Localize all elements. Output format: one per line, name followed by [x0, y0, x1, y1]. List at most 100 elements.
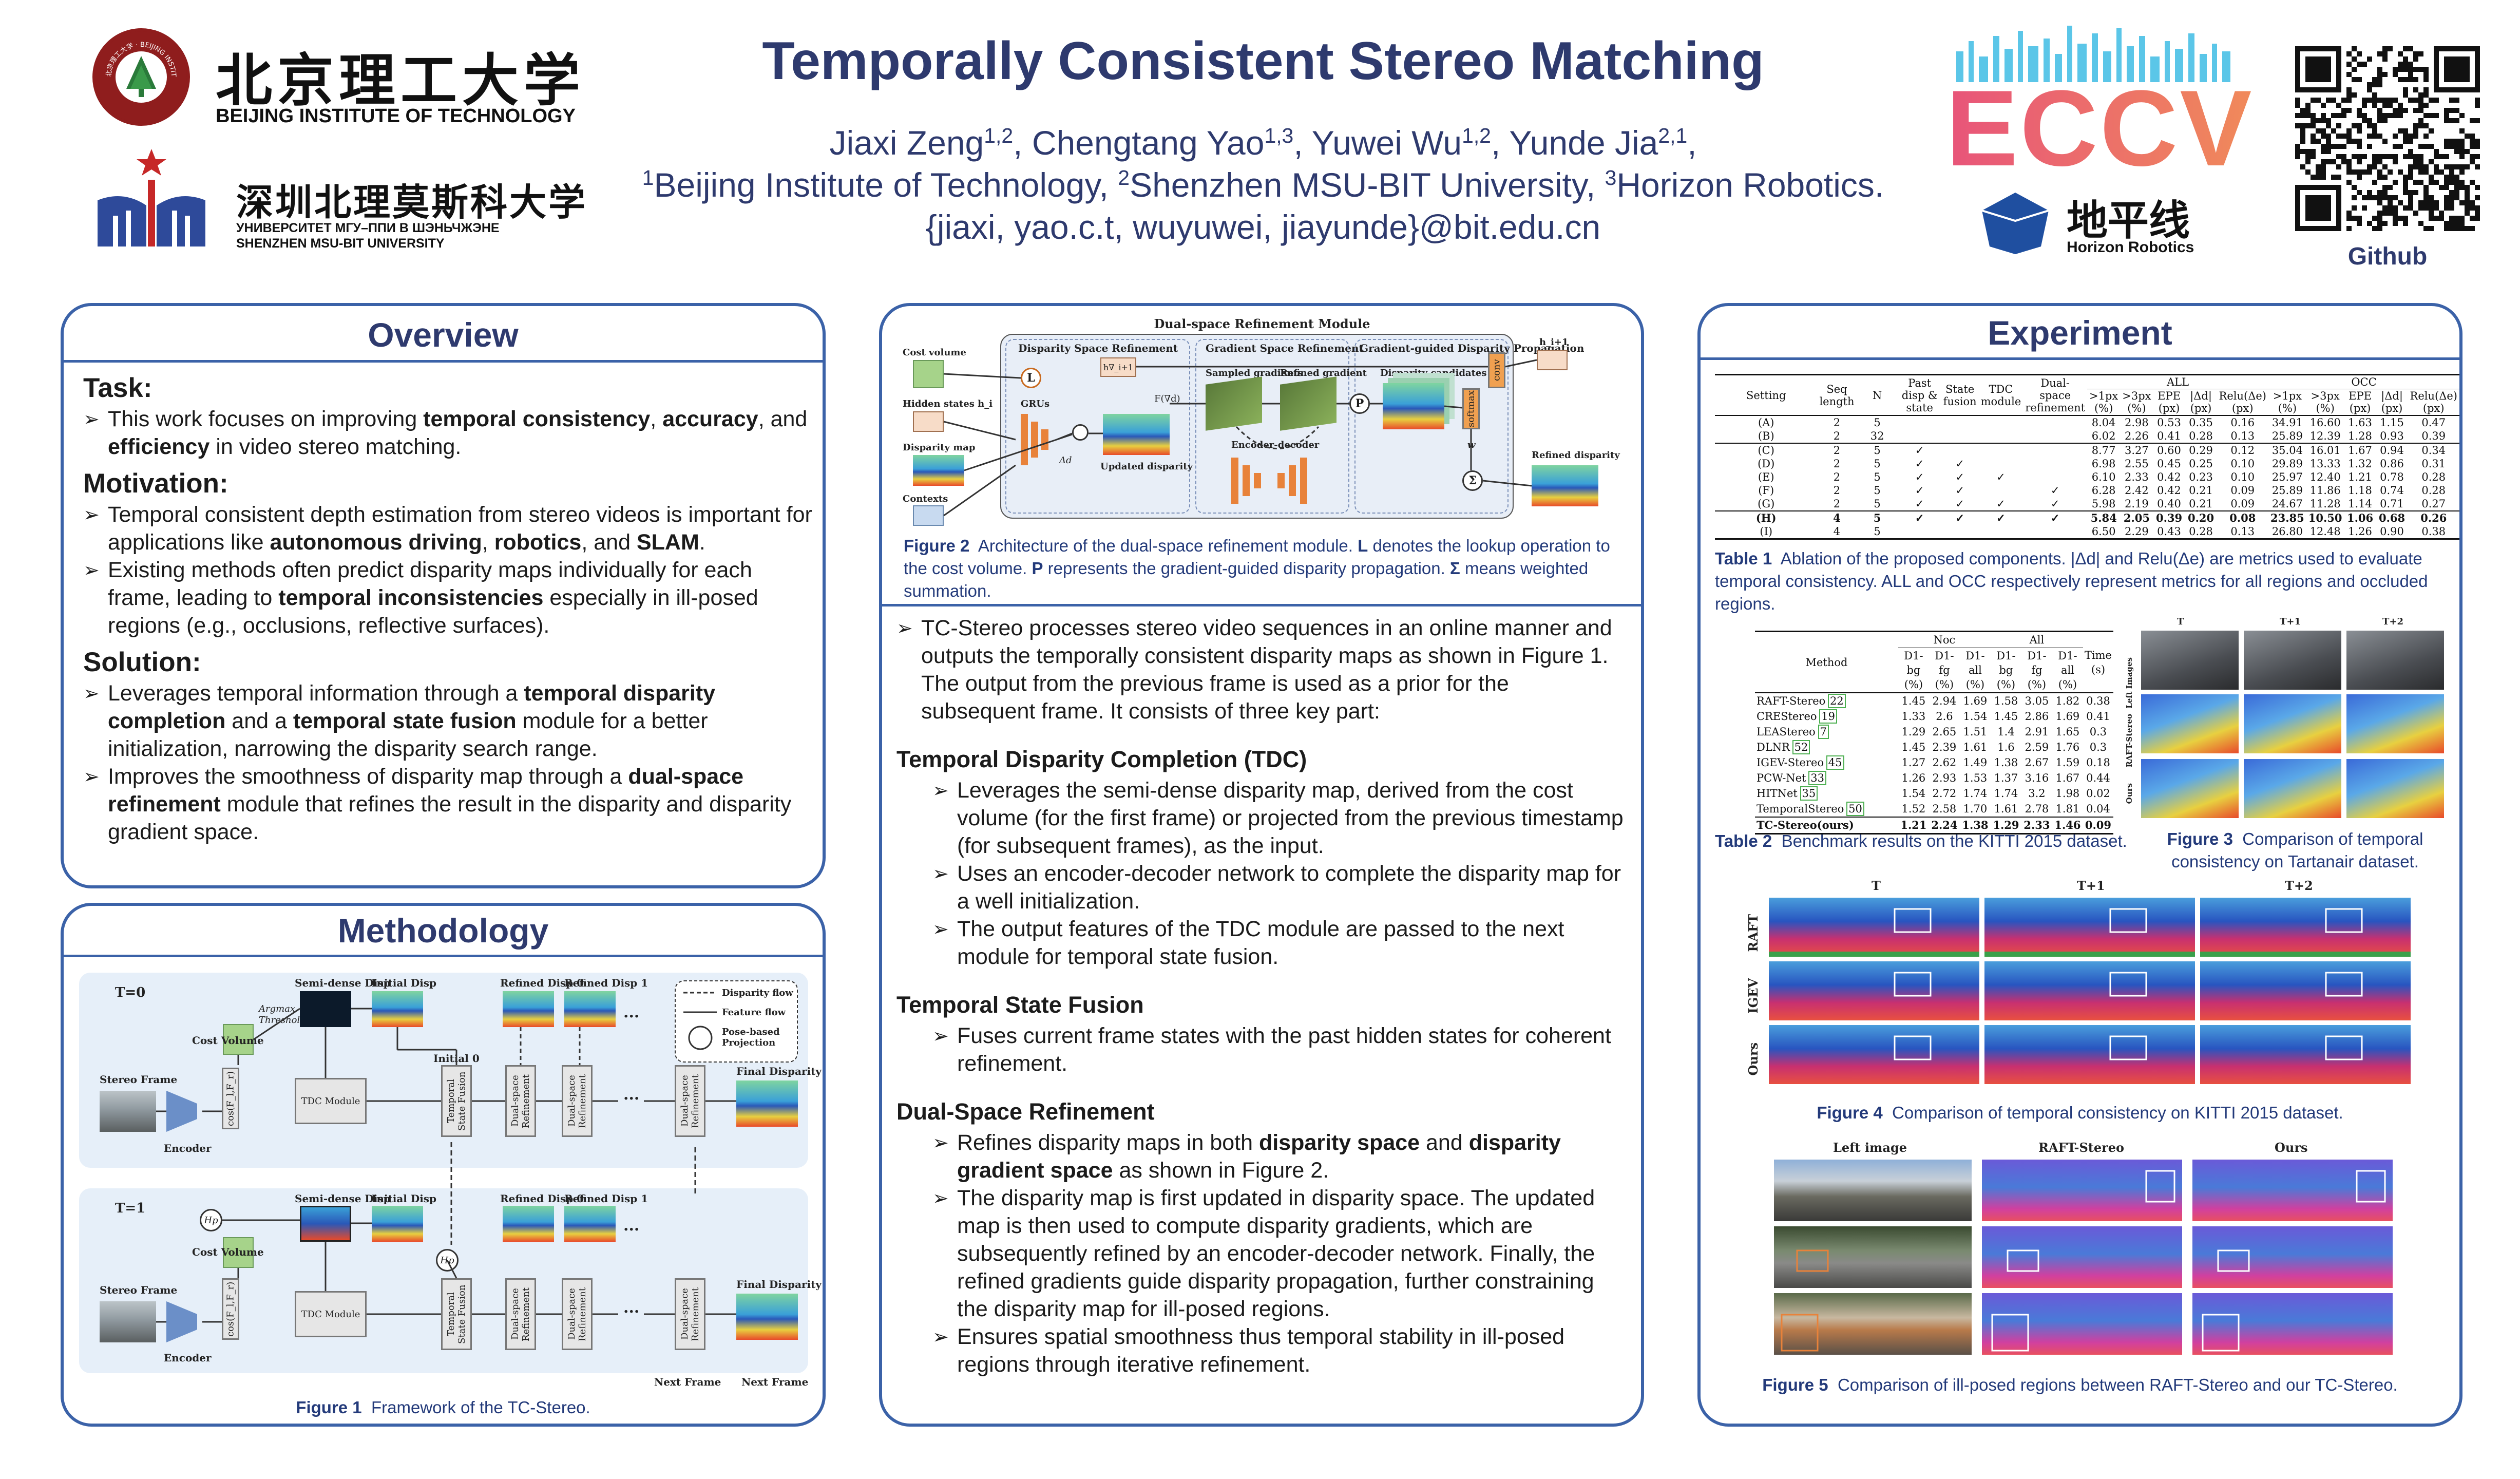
table-cell: [1941, 415, 1979, 429]
motivation-item-1: Temporal consistent depth estimation fro…: [83, 501, 812, 556]
fig3-row-2: Ours: [2125, 783, 2134, 804]
legend-disparity-flow: Disparity flow: [722, 988, 793, 998]
table-cell: 1.70: [1963, 803, 1988, 815]
table-cell: 25.89: [2271, 430, 2303, 442]
smbu-name-ru: УНИВЕРСИТЕТ МГУ–ППИ В ШЭНЬЧЖЭНЕ: [236, 221, 500, 235]
fig4-igev-1: [1984, 961, 2195, 1020]
fig3-ours-0: [2141, 759, 2239, 818]
fig5-raft-2: [1982, 1293, 2182, 1355]
stereo-frame-image: [100, 1091, 156, 1132]
t1-arrows: [156, 1219, 736, 1323]
fig2-gsr-region: [1195, 339, 1349, 514]
method-cell: DLNR 52: [1757, 740, 1810, 754]
fig3-image-0-0: [2141, 631, 2239, 690]
kitti-benchmark-table: Method Noc All Time (s) D1-bg (%)D1-fg (…: [1755, 631, 2113, 835]
table-cell: 1.74: [1994, 787, 2018, 800]
initial-disp-map-t1: [372, 1206, 423, 1242]
ablation-table: Setting Seq length N Past disp & state S…: [1715, 374, 2459, 540]
table-cell: 3.27: [2125, 444, 2149, 457]
dsr-heading: Dual-Space Refinement: [896, 1098, 1155, 1125]
citation-ref[interactable]: 35: [1800, 786, 1818, 801]
table-cell: 1.98: [2055, 787, 2080, 800]
final-disparity-label-t1: Final Disparity: [736, 1278, 822, 1291]
fig2-disparity-candidates: [1383, 383, 1444, 429]
table-cell: 1.69: [1963, 695, 1988, 707]
table-cell: 25.97: [2271, 471, 2303, 483]
table-cell: 0.42: [2157, 471, 2181, 483]
citation-ref[interactable]: 45: [1826, 755, 1844, 770]
table-cell: 0.23: [2189, 471, 2213, 483]
table-cell: 5: [1874, 525, 1881, 538]
cost-volume-label: Cost Volume: [192, 1034, 264, 1047]
tdc-module-box-t1: TDC Module: [295, 1291, 367, 1337]
table-cell: ✓: [1955, 471, 1964, 483]
citation-ref[interactable]: 50: [1846, 802, 1864, 816]
fig2-f-nabla: F(∇d): [1154, 393, 1180, 404]
smbu-name-en: SHENZHEN MSU-BIT UNIVERSITY: [236, 236, 445, 251]
fig3-image-0-1: [2244, 631, 2341, 690]
table-cell: 6.50: [2091, 525, 2116, 538]
t1-subhead-0: >1px (%): [2089, 390, 2118, 414]
table-cell: 0.10: [2230, 471, 2255, 483]
framework-t1-block: T=1 Stereo Frame Encoder Cost Volume cos…: [79, 1188, 822, 1373]
table-cell: 1.67: [2055, 772, 2080, 784]
t1-subhead-4: Relu(Δe) (px): [2219, 390, 2266, 414]
table-cell: 1.76: [2055, 741, 2080, 753]
fig4-igev-2: [2200, 961, 2411, 1020]
method-detail-panel: Dual-space Refinement Module Disparity S…: [879, 303, 1644, 1427]
t2-subhead-0: D1-bg (%): [1904, 650, 1923, 691]
t2-group-all: All: [1990, 631, 2083, 648]
table-cell: (C): [1758, 444, 1774, 457]
dsr-item-1: Refines disparity maps in both disparity…: [932, 1129, 1626, 1184]
table-cell: 0.26: [2420, 511, 2447, 524]
semi-dense-label-t1: Semi-dense Disp: [295, 1192, 391, 1205]
table-cell: [2023, 415, 2087, 429]
bit-name-en: BEIJING INSTITUTE OF TECHNOLOGY: [216, 105, 576, 127]
table-cell: 13.33: [2309, 458, 2341, 470]
t1-subhead-2: EPE (px): [2158, 390, 2181, 414]
citation-ref[interactable]: 33: [1808, 771, 1826, 785]
fig2-refined-disparity: [1532, 465, 1598, 506]
table-cell: 1.28: [2348, 430, 2372, 442]
table-cell: 1.37: [1994, 772, 2018, 784]
fig5-raft-1: [1982, 1226, 2182, 1288]
table-cell: ✓: [1996, 511, 2006, 524]
table-cell: 4: [1833, 525, 1841, 538]
refined-0-map-t1: [503, 1206, 554, 1242]
table-cell: 1.82: [2055, 695, 2080, 707]
citation-ref[interactable]: 52: [1792, 740, 1810, 754]
github-qr-code[interactable]: [2295, 46, 2480, 231]
citation-ref[interactable]: 19: [1819, 709, 1837, 724]
smbu-name-cn: 深圳北理莫斯科大学: [236, 180, 588, 224]
fig4-raft-2: [2200, 898, 2411, 957]
t1-group-occ: OCC: [2268, 374, 2459, 389]
table-cell: 0.35: [2189, 416, 2213, 429]
table-cell: 0.38: [2421, 525, 2446, 538]
citation-ref[interactable]: 7: [1818, 725, 1829, 739]
table-cell: 1.38: [1962, 819, 1989, 831]
table-cell: 1.58: [1994, 695, 2018, 707]
bit-logo: 北京理工大学 · BEIJING INSTITUTE OF TECHNOLOGY…: [87, 26, 601, 131]
fig5-raft-0: [1982, 1160, 2182, 1221]
fig4-raft-1: [1984, 898, 2195, 957]
table-cell: 0.42: [2157, 484, 2181, 497]
fig4-highlight-boxes: [1769, 908, 2411, 1060]
qr-code-icon[interactable]: [2295, 46, 2480, 231]
table-cell: 1.74: [1963, 787, 1988, 800]
table-cell: 0.18: [2086, 756, 2110, 769]
fig3-raft-1: [2244, 694, 2341, 753]
fig2-h-next-label: h_i+1: [1539, 337, 1569, 348]
table-cell: (I): [1760, 525, 1773, 538]
table-cell: ✓: [1915, 471, 1924, 483]
citation-ref[interactable]: 22: [1828, 694, 1846, 708]
legend-feature-flow: Feature flow: [722, 1007, 786, 1018]
figure-2-diagram: Dual-space Refinement Module Disparity S…: [898, 316, 1627, 532]
table-cell: 2.42: [2125, 484, 2149, 497]
fig2-P-node: P: [1349, 393, 1370, 414]
t1-head-setting: Setting: [1746, 389, 1786, 402]
table-cell: (G): [1758, 498, 1775, 510]
fig5-ours-1: [2192, 1226, 2393, 1288]
